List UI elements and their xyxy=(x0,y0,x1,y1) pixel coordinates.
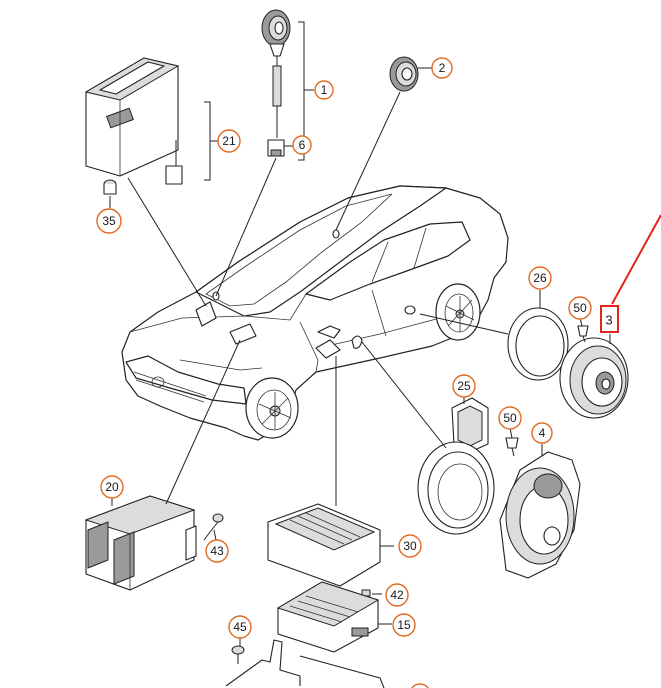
part-25-speaker-bracket xyxy=(361,341,495,535)
svg-text:26: 26 xyxy=(533,271,547,285)
callout-1: 1 xyxy=(314,80,334,100)
svg-text:4: 4 xyxy=(539,426,546,440)
roof-speaker-marker xyxy=(332,229,340,239)
svg-text:43: 43 xyxy=(210,544,224,558)
svg-text:6: 6 xyxy=(299,138,306,152)
callout-3-highlight-box xyxy=(600,305,619,333)
part-50-screw-upper xyxy=(577,317,589,343)
part-50-screw-lower xyxy=(505,427,519,457)
svg-text:45: 45 xyxy=(233,620,247,634)
callout-45: 45 xyxy=(228,615,252,639)
callout-43: 43 xyxy=(205,539,229,563)
svg-text:42: 42 xyxy=(390,588,404,602)
callout-6: 6 xyxy=(292,135,312,155)
callout-4: 4 xyxy=(531,422,553,444)
callout-42: 42 xyxy=(385,583,409,607)
callout-2: 2 xyxy=(431,57,453,79)
callout-15: 15 xyxy=(392,613,416,637)
svg-text:2: 2 xyxy=(439,61,446,75)
svg-text:1: 1 xyxy=(321,83,328,97)
callout-50-upper: 50 xyxy=(568,296,592,320)
part-20-amplifier xyxy=(84,339,241,591)
part-3-woofer xyxy=(559,334,629,419)
mount-marker-dash xyxy=(229,323,257,345)
callout-26: 26 xyxy=(528,266,552,290)
svg-text:3: 3 xyxy=(605,313,612,328)
part-45-mounting-bracket xyxy=(225,638,385,688)
callout-30: 30 xyxy=(398,534,422,558)
part-15-amplifier xyxy=(276,581,392,653)
part-43-bolt xyxy=(203,513,224,541)
svg-text:20: 20 xyxy=(105,480,119,494)
callout-3-highlighted[interactable]: 3 xyxy=(600,305,619,333)
part-1-tweeter-assembly xyxy=(215,9,314,297)
callout-25: 25 xyxy=(452,374,476,398)
svg-text:50: 50 xyxy=(503,411,517,425)
car-illustration xyxy=(121,185,509,441)
callout-21: 21 xyxy=(217,129,241,153)
part-4-door-speaker xyxy=(499,444,581,579)
highlight-arrow xyxy=(611,214,661,305)
svg-text:30: 30 xyxy=(403,539,417,553)
door-speaker-marker xyxy=(404,305,416,315)
part-30-subwoofer xyxy=(267,356,394,587)
svg-text:25: 25 xyxy=(457,379,471,393)
part-35-clip xyxy=(103,179,117,208)
part-21-control-unit xyxy=(84,57,218,307)
callout-50-lower: 50 xyxy=(498,406,522,430)
mount-marker-door xyxy=(315,339,341,359)
callout-35: 35 xyxy=(96,208,122,234)
svg-text:35: 35 xyxy=(102,214,116,228)
svg-text:15: 15 xyxy=(397,618,411,632)
callout-partial-bottom xyxy=(411,683,429,688)
svg-text:50: 50 xyxy=(573,301,587,315)
door-tweeter-marker xyxy=(351,335,363,349)
svg-text:21: 21 xyxy=(222,134,236,148)
part-2-speaker xyxy=(335,56,432,231)
callout-20: 20 xyxy=(100,475,124,499)
part-26-speaker-ring xyxy=(419,290,569,381)
